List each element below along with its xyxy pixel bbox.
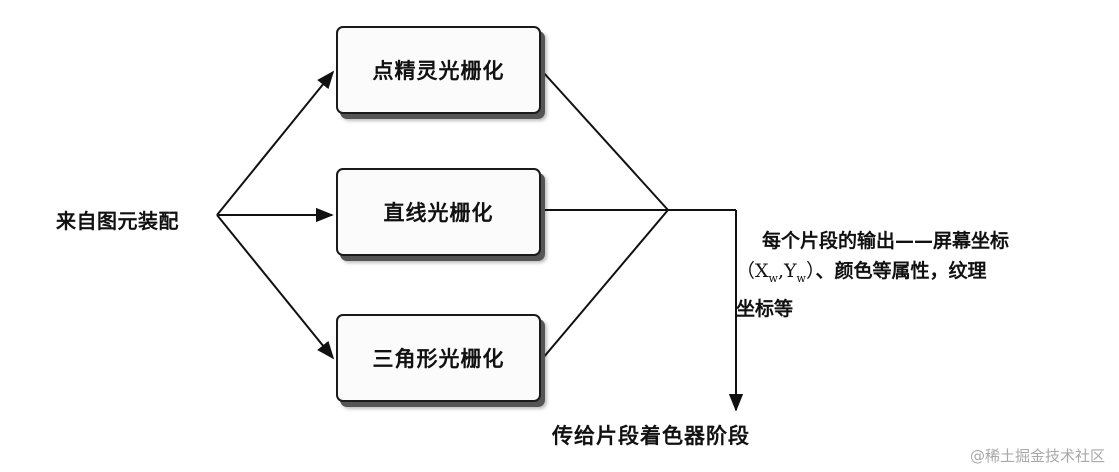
coord-open: （X — [736, 260, 769, 282]
point-sprite-rasterization-label: 点精灵光栅化 — [372, 59, 505, 83]
line-rasterization-box: 直线光栅化 — [336, 168, 541, 256]
annotation-line-1: 每个片段的输出——屏幕坐标 — [762, 230, 1010, 252]
triangle-rasterization-label: 三角形光栅化 — [372, 347, 505, 371]
watermark: @稀土掘金技术社区 — [969, 447, 1105, 465]
annotation-line-3: 坐标等 — [736, 297, 794, 320]
merge-line-triangle — [542, 209, 669, 359]
annotation-line-2-rest: 、颜色等属性，纹理 — [815, 260, 987, 282]
arrow-to-point-sprite — [216, 70, 335, 216]
triangle-rasterization-box: 三角形光栅化 — [336, 314, 541, 402]
fragment-output-annotation: 每个片段的输出——屏幕坐标 （Xw,Yw）、颜色等属性，纹理 坐标等 — [736, 226, 1091, 324]
input-label: 来自图元装配 — [56, 209, 179, 233]
point-sprite-rasterization-box: 点精灵光栅化 — [336, 26, 541, 114]
coord-close: ） — [805, 260, 816, 282]
line-rasterization-label: 直线光栅化 — [383, 201, 494, 225]
screen-coordinates: （Xw,Yw） — [736, 260, 816, 285]
merge-line-point-sprite — [542, 71, 669, 211]
coord-sub-x: w — [768, 271, 778, 285]
output-label: 传给片段着色器阶段 — [552, 424, 750, 448]
coord-mid: ,Y — [777, 260, 797, 282]
annotation-line-2: （Xw,Yw）、颜色等属性，纹理 — [736, 256, 1091, 294]
coord-sub-y: w — [796, 271, 806, 285]
arrow-to-triangle — [216, 214, 335, 360]
